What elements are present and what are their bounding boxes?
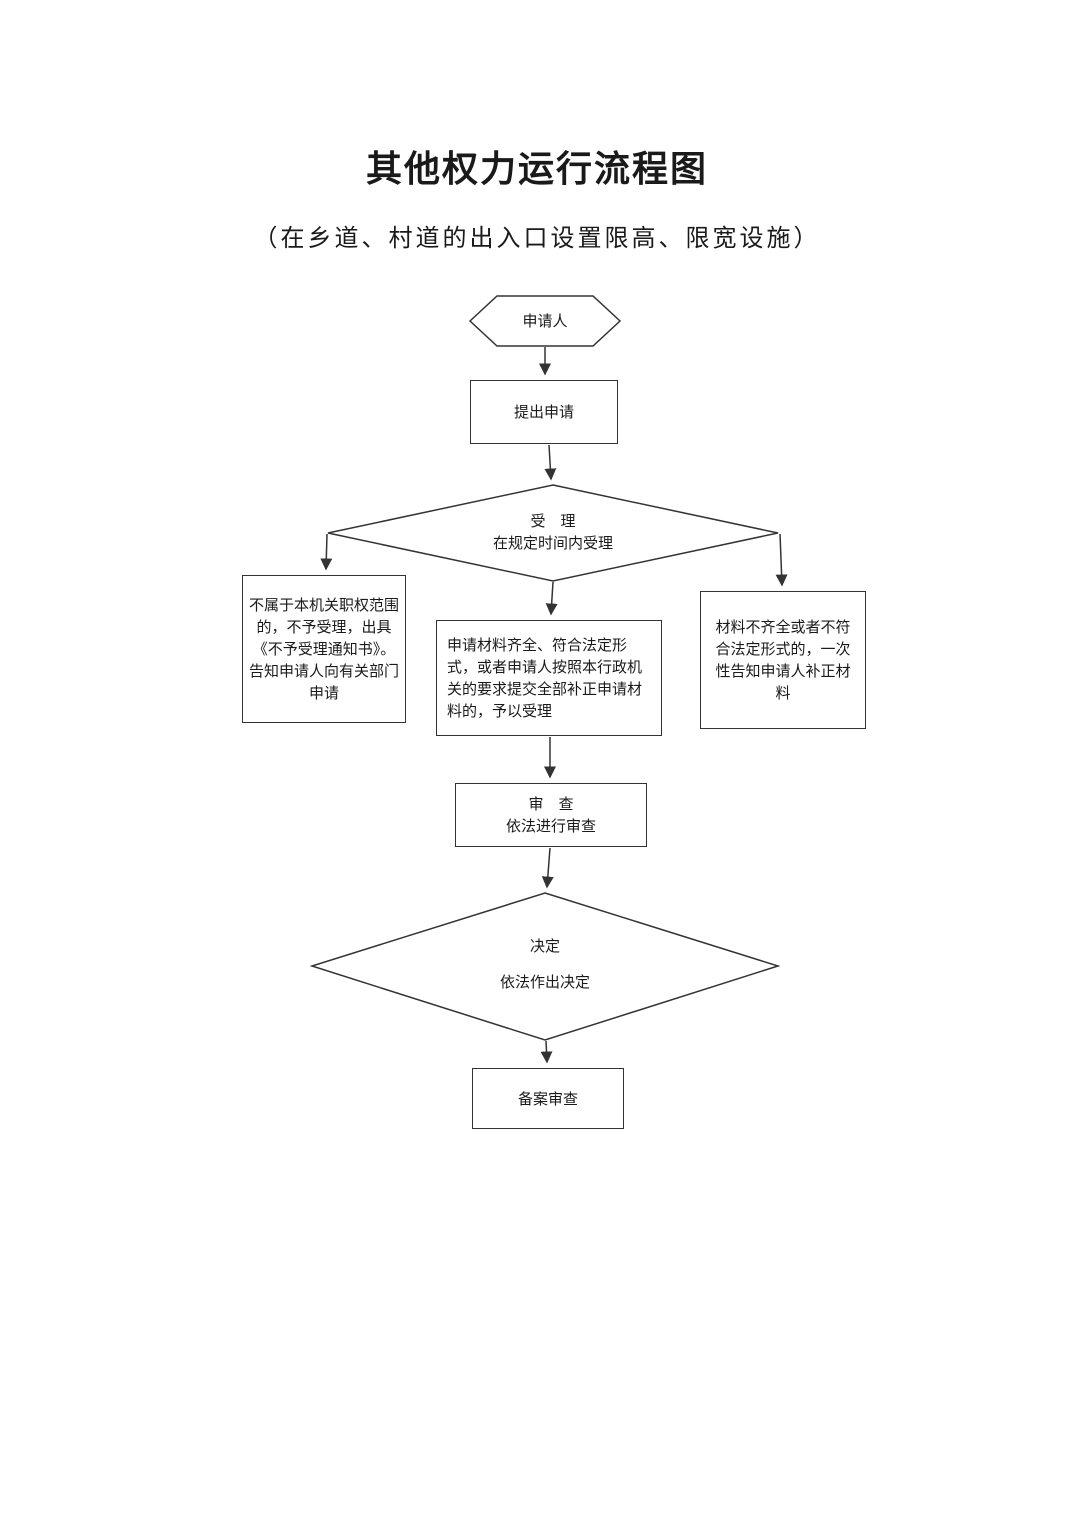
- arrow-accept-to-supplement: [775, 533, 788, 587]
- node-not-accepted: 不属于本机关职权范围的，不予受理，出具《不予受理通知书》。告知申请人向有关部门申…: [242, 575, 406, 723]
- node-record-label: 备案审查: [517, 1089, 578, 1108]
- node-submit-application: 提出申请: [470, 380, 618, 444]
- node-supplement-label: 材料不齐全或者不符合法定形式的，一次性告知申请人补正材料: [715, 618, 851, 702]
- node-review-desc: 依法进行审查: [505, 817, 596, 835]
- decision-diamond-shape: [309, 892, 781, 1041]
- arrow-review-to-decision: [541, 847, 554, 889]
- node-review: 审 查 依法进行审查: [455, 783, 647, 847]
- arrow-accept-to-accept-ok: [545, 581, 558, 616]
- arrow-submit-to-accept: [544, 444, 557, 481]
- node-record-review: 备案审查: [472, 1068, 624, 1129]
- page-title: 其他权力运行流程图: [365, 149, 708, 190]
- node-accepted-label: 申请材料齐全、符合法定形式，或者申请人按照本行政机关的要求提交全部补正申请材料的…: [447, 636, 643, 720]
- node-not-accepted-label: 不属于本机关职权范围的，不予受理，出具《不予受理通知书》。告知申请人向有关部门申…: [249, 596, 400, 702]
- page-subtitle: （在乡道、村道的出入口设置限高、限宽设施）: [253, 224, 821, 252]
- accept-diamond-shape: [327, 484, 779, 582]
- arrow-accept-to-not-accept: [320, 533, 333, 571]
- applicant-hexagon-shape: [468, 295, 622, 347]
- arrow-decision-to-record: [540, 1040, 553, 1064]
- node-accepted: 申请材料齐全、符合法定形式，或者申请人按照本行政机关的要求提交全部补正申请材料的…: [436, 620, 662, 736]
- node-supplement-materials: 材料不齐全或者不符合法定形式的，一次性告知申请人补正材料: [700, 591, 866, 729]
- node-review-title: 审 查: [528, 795, 574, 813]
- node-submit-label: 提出申请: [513, 403, 574, 421]
